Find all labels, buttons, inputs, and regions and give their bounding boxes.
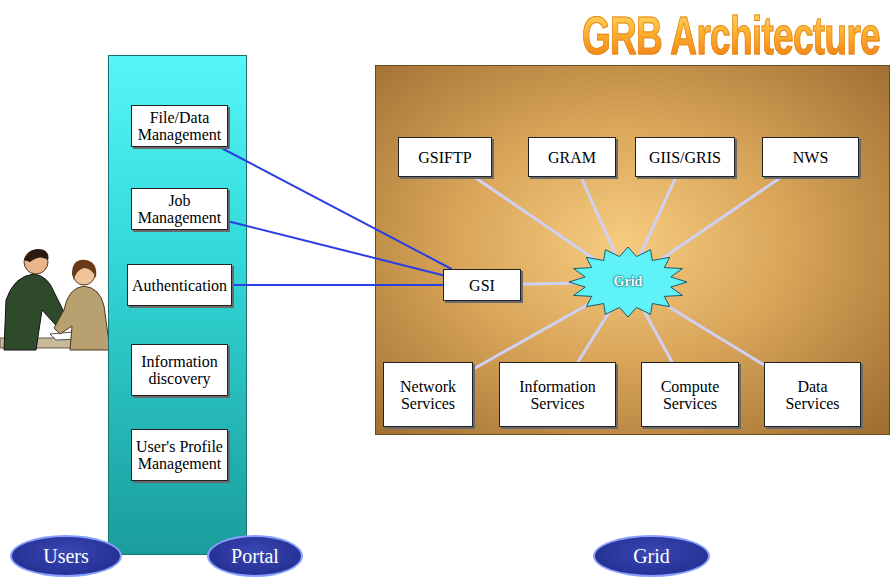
grid-panel: GSIFTP GRAM GIIS/GRIS NWS GSI GridNetwork Ser… — [375, 65, 890, 435]
man-head — [24, 250, 48, 274]
node-label: NWS — [767, 149, 854, 166]
node-label: GIIS/GRIS — [640, 149, 730, 166]
service-box: Job Management — [131, 188, 228, 230]
service-box: Information Services — [499, 362, 616, 427]
users-illustration — [0, 240, 112, 370]
node-label: Grid — [599, 545, 704, 567]
layer-oval: Users — [10, 535, 122, 577]
component-box: NWS — [762, 137, 859, 177]
node-label: Data Services — [769, 378, 856, 412]
portal-panel: File/Data ManagementJob ManagementAuthen… — [108, 55, 247, 555]
node-label: File/Data Management — [136, 109, 223, 143]
service-box: Authentication — [127, 264, 232, 306]
node-label: GSI — [448, 277, 516, 294]
node-label: User's Profile Management — [136, 438, 223, 472]
component-box: GSI — [443, 269, 521, 301]
layer-oval: Grid — [593, 535, 710, 577]
node-label: Network Services — [388, 378, 468, 412]
node-label: Compute Services — [646, 378, 734, 412]
component-box: GSIFTP — [398, 137, 492, 177]
grid-starburst: Grid — [568, 246, 688, 318]
service-box: Network Services — [383, 362, 473, 427]
node-label: Portal — [213, 545, 297, 567]
service-box: Data Services — [764, 362, 861, 427]
service-box: Information discovery — [131, 344, 228, 396]
diagram-title: GRB Architecture — [582, 6, 880, 64]
node-label: GRAM — [533, 149, 611, 166]
node-label: Information discovery — [136, 353, 223, 387]
woman-hair — [72, 260, 96, 280]
service-box: Compute Services — [641, 362, 739, 427]
node-label: Grid — [572, 274, 684, 290]
node-label: GSIFTP — [403, 149, 487, 166]
component-box: GRAM — [528, 137, 616, 177]
woman-body — [54, 286, 110, 350]
node-label: Authentication — [132, 277, 227, 294]
man-body — [4, 274, 70, 350]
layer-oval: Portal — [207, 535, 303, 577]
component-box: GIIS/GRIS — [635, 137, 735, 177]
node-label: Users — [16, 545, 116, 567]
node-label: Information Services — [504, 378, 611, 412]
service-box: User's Profile Management — [131, 429, 228, 481]
node-label: Job Management — [136, 192, 223, 226]
man-hair — [24, 249, 49, 262]
service-box: File/Data Management — [131, 105, 228, 147]
